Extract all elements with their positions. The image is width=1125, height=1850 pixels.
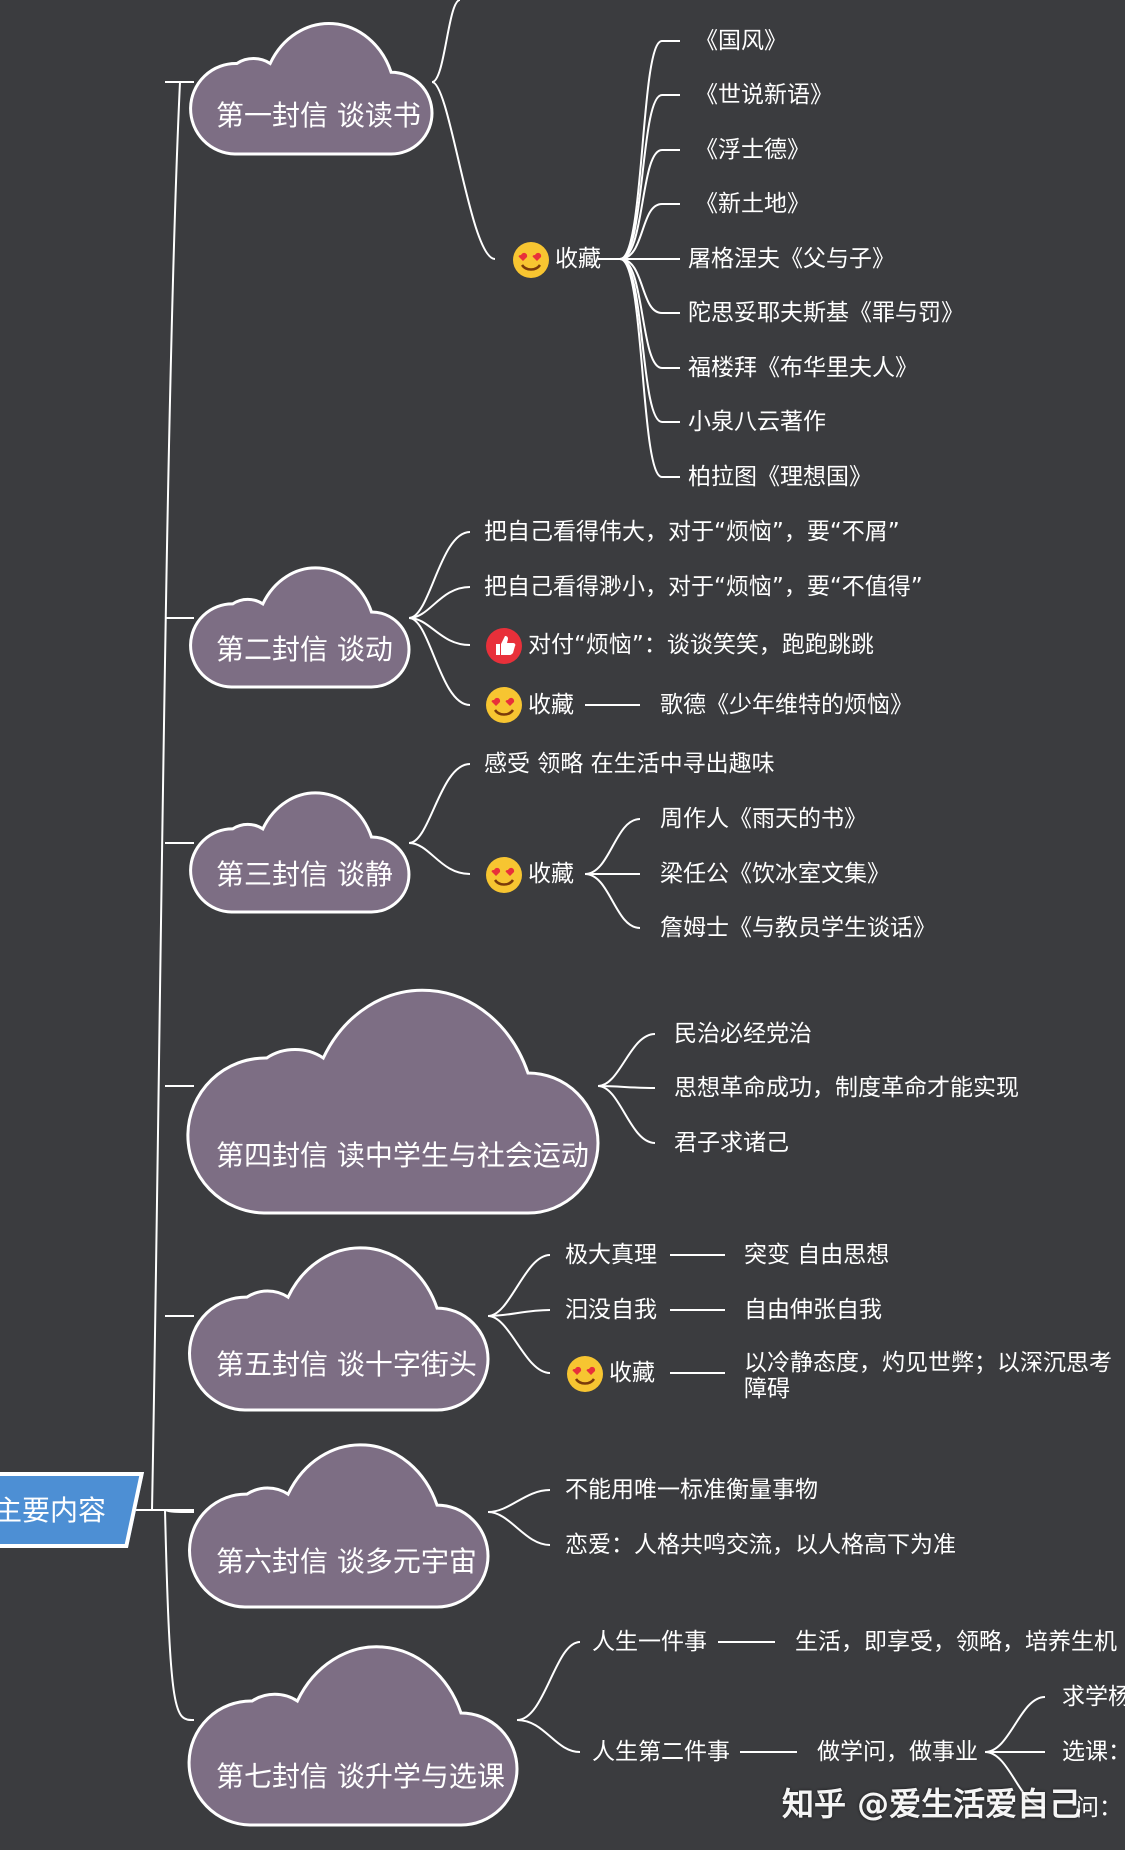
letter-7-pair-left[interactable]: 人生第二件事 [592,1739,730,1765]
branch-line [516,1719,581,1753]
letter-3-favorite-item[interactable]: 詹姆士《与教员学生谈话》 [660,915,936,941]
letter-2-item[interactable]: 把自己看得伟大，对于“烦恼”，要“不屑” [484,519,900,545]
letter-1-favorite-label[interactable]: 收藏 [555,246,601,272]
branch-line [619,149,680,260]
branch-line [619,258,680,423]
letter-1-favorite-item[interactable]: 《新土地》 [695,191,810,217]
letter-5-cloud[interactable] [188,1246,490,1412]
branch-line [584,873,641,929]
letter-1-favorite-item[interactable]: 柏拉图《理想国》 [688,464,872,490]
letter-2-cloud[interactable] [189,566,411,689]
letter-3-item[interactable]: 感受 领略 在生活中寻出趣味 [484,751,775,777]
letter-1-favorite-item[interactable]: 福楼拜《布华里夫人》 [688,355,918,381]
branch-line [597,1085,656,1144]
branch-line [164,1509,195,1513]
branch-line [408,842,471,875]
letter-7-sub-item[interactable]: 选课： [1062,1739,1125,1765]
heart-eyes-emoji-icon [486,687,522,723]
branch-line [619,94,680,260]
watermark: 知乎 @爱生活爱自己 [782,1785,1082,1823]
letter-6-item[interactable]: 不能用唯一标准衡量事物 [565,1477,818,1503]
branch-line [619,258,680,369]
letter-5-pair-left[interactable]: 极大真理 [565,1242,657,1268]
letter-6-title[interactable]: 第六封信 谈多元宇宙 [216,1545,477,1578]
letter-2-favorite-value[interactable]: 歌德《少年维特的烦恼》 [660,692,913,718]
branch-line [619,258,680,478]
letter-2-like-item[interactable]: 对付“烦恼”：谈谈笑笑，跑跑跳跳 [528,632,874,658]
letter-5-favorite-label[interactable]: 收藏 [609,1360,655,1386]
heart-eyes-emoji-icon [567,1356,603,1392]
thumbs-up-icon [486,628,522,664]
branch-line [408,617,471,646]
root-node-label: 主要内容 [0,1494,107,1527]
letter-5-favorite-value[interactable]: 以冷静态度，灼见世弊；以深沉思考障碍 [744,1350,1112,1402]
branch-line [487,1511,551,1546]
letter-3-title[interactable]: 第三封信 谈静 [216,858,393,891]
branch-line [597,1033,656,1087]
branch-line [487,1309,551,1317]
letter-4-cloud[interactable] [186,988,600,1215]
trunk-line [151,81,181,1511]
letter-1-favorite-item[interactable]: 屠格涅夫《父与子》 [688,246,895,272]
letter-4-item[interactable]: 思想革命成功，制度革命才能实现 [674,1075,1019,1101]
heart-eyes-emoji-icon [513,242,549,278]
branch-line [408,586,471,619]
letter-1-favorite-item[interactable]: 小泉八云著作 [688,409,826,435]
branch-line [408,617,471,706]
letter-4-title[interactable]: 第四封信 读中学生与社会运动 [216,1139,589,1172]
letter-7-sub-item[interactable]: 求学杨 [1062,1684,1125,1710]
letter-7-title[interactable]: 第七封信 谈升学与选课 [216,1760,505,1793]
letter-7-pair-right[interactable]: 生活，即享受，领略，培养生机 [795,1629,1117,1655]
letter-1-cloud[interactable] [189,21,434,156]
branch-line [516,1641,581,1721]
letter-6-cloud[interactable] [188,1443,490,1609]
letter-5-pair-right[interactable]: 突变 自由思想 [744,1242,890,1268]
letter-2-item[interactable]: 把自己看得渺小，对于“烦恼”，要“不值得” [484,574,923,600]
letter-7-pair-left[interactable]: 人生一件事 [592,1629,707,1655]
branch-line [164,1509,195,1721]
letter-2-favorite-label[interactable]: 收藏 [528,692,574,718]
letter-1-favorite-item[interactable]: 陀思妥耶夫斯基《罪与罚》 [688,300,964,326]
letter-3-favorite-item[interactable]: 梁任公《饮冰室文集》 [660,861,890,887]
branch-line [597,1085,656,1089]
branch-line [408,763,471,844]
letter-4-item[interactable]: 民治必经党治 [674,1021,812,1047]
branch-line [984,1696,1046,1753]
letter-4-item[interactable]: 君子求诸己 [674,1130,789,1156]
letter-1-title[interactable]: 第一封信 谈读书 [216,99,421,132]
letter-6-item[interactable]: 恋爱：人格共鸣交流，以人格高下为准 [565,1532,956,1558]
branch-line [487,1489,551,1513]
letter-7-pair-right[interactable]: 做学问，做事业 [817,1739,978,1765]
branch-line [619,203,680,260]
letter-5-title[interactable]: 第五封信 谈十字街头 [216,1348,477,1381]
letter-2-title[interactable]: 第二封信 谈动 [216,633,393,666]
letter-3-favorite-label[interactable]: 收藏 [528,861,574,887]
branch-line [431,81,496,260]
letter-7-cloud[interactable] [187,1645,519,1827]
branch-line [408,531,471,619]
letter-5-pair-left[interactable]: 汩没自我 [565,1297,657,1323]
branch-line [487,1315,551,1374]
letter-3-cloud[interactable] [189,791,411,914]
branch-line [984,1751,1046,1809]
heart-eyes-emoji-icon [486,857,522,893]
letter-7-sub-item[interactable]: 问： [1076,1795,1122,1821]
branch-line [619,258,680,314]
letter-1-favorite-item[interactable]: 《国风》 [695,28,787,54]
branch-line [619,40,680,260]
branch-line [431,0,461,83]
letter-5-pair-right[interactable]: 自由伸张自我 [744,1297,882,1323]
letter-1-favorite-item[interactable]: 《世说新语》 [695,82,833,108]
letter-3-favorite-item[interactable]: 周作人《雨天的书》 [660,806,867,832]
branch-line [487,1254,551,1317]
branch-line [584,818,641,875]
letter-1-favorite-item[interactable]: 《浮士德》 [695,137,810,163]
